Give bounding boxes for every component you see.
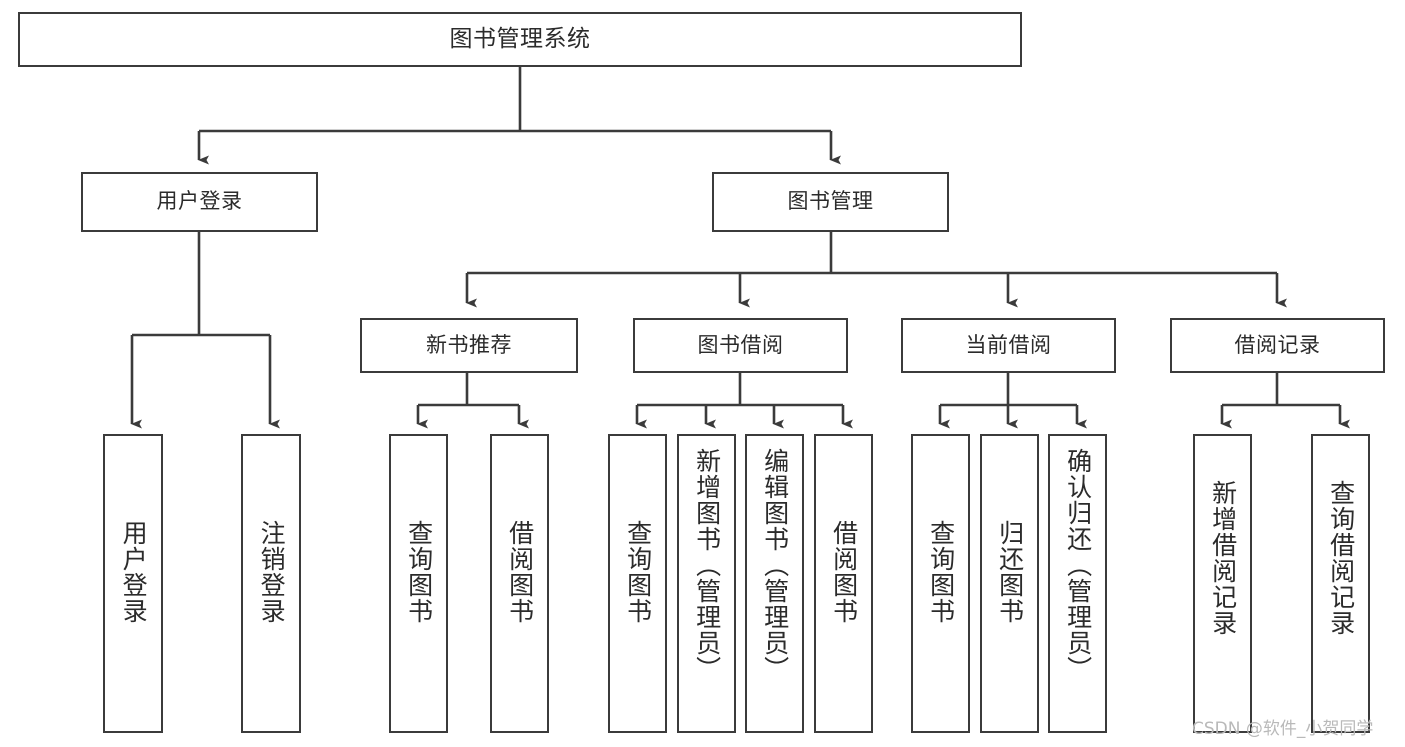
node-label: 编辑图书（管理员）	[760, 448, 790, 682]
node-label: 图书借阅	[697, 332, 784, 357]
node-leaf-edit-book-admin[interactable]: 编辑图书（管理员）	[745, 434, 804, 733]
node-label: 查询图书	[623, 520, 653, 624]
node-book-borrow[interactable]: 图书借阅	[633, 318, 848, 373]
node-leaf-borrow-book[interactable]: 借阅图书	[814, 434, 873, 733]
node-leaf-logout[interactable]: 注销登录	[241, 434, 301, 733]
node-current-borrow[interactable]: 当前借阅	[901, 318, 1116, 373]
node-user-login[interactable]: 用户登录	[81, 172, 318, 232]
node-leaf-user-login[interactable]: 用户登录	[103, 434, 163, 733]
node-label: 用户登录	[119, 520, 149, 624]
node-new-book-recommend[interactable]: 新书推荐	[360, 318, 578, 373]
node-label: 注销登录	[257, 520, 287, 624]
node-label: 查询图书	[404, 520, 434, 624]
node-leaf-borrow-book-recommend[interactable]: 借阅图书	[490, 434, 549, 733]
node-root-system[interactable]: 图书管理系统	[18, 12, 1022, 67]
node-leaf-query-book-current[interactable]: 查询图书	[911, 434, 970, 733]
node-leaf-query-book-recommend[interactable]: 查询图书	[389, 434, 448, 733]
node-label: 查询借阅记录	[1326, 480, 1356, 636]
node-leaf-confirm-return-admin[interactable]: 确认归还（管理员）	[1048, 434, 1107, 733]
node-label: 归还图书	[995, 520, 1025, 624]
node-borrow-record[interactable]: 借阅记录	[1170, 318, 1385, 373]
node-leaf-query-book-borrow[interactable]: 查询图书	[608, 434, 667, 733]
node-label: 新书推荐	[426, 332, 512, 357]
node-leaf-query-borrow-record[interactable]: 查询借阅记录	[1311, 434, 1370, 733]
node-label: 新增图书（管理员）	[692, 448, 722, 682]
node-label: 用户登录	[156, 189, 243, 214]
node-label: 新增借阅记录	[1208, 480, 1238, 636]
node-label: 图书管理	[787, 189, 874, 214]
node-leaf-return-book[interactable]: 归还图书	[980, 434, 1039, 733]
node-label: 当前借阅	[965, 332, 1052, 357]
node-book-management[interactable]: 图书管理	[712, 172, 949, 232]
node-label: 借阅记录	[1234, 332, 1321, 357]
node-label: 借阅图书	[505, 520, 535, 624]
node-label: 图书管理系统	[449, 25, 591, 52]
node-label: 确认归还（管理员）	[1063, 448, 1093, 682]
node-label: 查询图书	[926, 520, 956, 624]
watermark-text: CSDN @软件_小贺同学	[1192, 719, 1374, 739]
node-leaf-add-book-admin[interactable]: 新增图书（管理员）	[677, 434, 736, 733]
node-leaf-add-borrow-record[interactable]: 新增借阅记录	[1193, 434, 1252, 733]
node-label: 借阅图书	[829, 520, 859, 624]
